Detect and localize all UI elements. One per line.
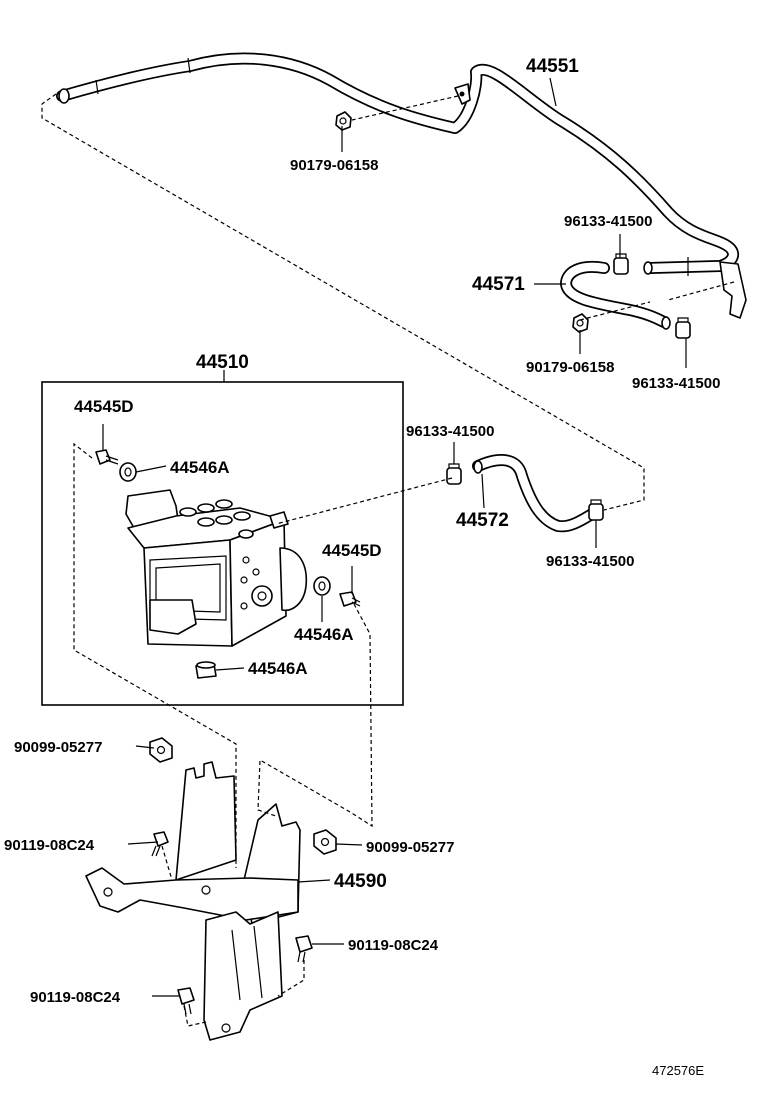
- label-44546A-c: 44546A: [248, 659, 308, 678]
- bracket-hole: [459, 91, 465, 97]
- label-90099-05277-a: 90099-05277: [14, 739, 102, 756]
- clamp-96133-b: [675, 317, 691, 339]
- nut-90179-mid: [572, 313, 589, 333]
- label-44590: 44590: [334, 871, 387, 892]
- bolt-44545D-b: [339, 566, 361, 607]
- label-96133-41500-a: 96133-41500: [564, 213, 652, 230]
- label-90179-06158-mid: 90179-06158: [526, 359, 614, 376]
- nut-90099-b: [313, 829, 337, 855]
- label-96133-41500-d: 96133-41500: [546, 553, 634, 570]
- label-44545D-a: 44545D: [74, 397, 134, 416]
- label-96133-41500-b: 96133-41500: [632, 375, 720, 392]
- label-44545D-b: 44545D: [322, 541, 382, 560]
- clamp-96133-c: [446, 463, 462, 485]
- label-44572: 44572: [456, 510, 509, 531]
- bracket-44590: [85, 761, 301, 1041]
- pipe-end-right: [643, 261, 653, 275]
- clamp-96133-a: [613, 253, 629, 275]
- bolt-44545D-a: [95, 424, 119, 465]
- label-90119-08C24-c: 90119-08C24: [30, 989, 121, 1006]
- nut-90099-a: [149, 737, 173, 763]
- bolt-90119-a: [151, 831, 169, 857]
- label-44551: 44551: [526, 56, 579, 77]
- bolt-90119-b: [295, 935, 313, 963]
- hose-44572: [472, 454, 598, 533]
- pipe-bracket-right: [719, 261, 747, 319]
- label-44571: 44571: [472, 274, 525, 295]
- label-90119-08C24-b: 90119-08C24: [348, 937, 439, 954]
- label-90179-06158-top: 90179-06158: [290, 157, 378, 174]
- label-44510: 44510: [196, 352, 249, 373]
- label-44546A-b: 44546A: [294, 625, 354, 644]
- label-44546A-a: 44546A: [170, 458, 230, 477]
- abs-actuator: [125, 489, 308, 647]
- label-90119-08C24-a: 90119-08C24: [4, 837, 95, 854]
- assembly-frame-44510: [41, 381, 404, 706]
- label-90099-05277-b: 90099-05277: [366, 839, 454, 856]
- grommet-44546A-b: [313, 576, 331, 596]
- label-96133-41500-c: 96133-41500: [406, 423, 494, 440]
- nut-90179-top: [335, 111, 352, 131]
- pipe-end-left: [58, 88, 70, 104]
- hose-44551: [56, 52, 740, 276]
- bolt-90119-c: [177, 987, 195, 1015]
- grommet-44546A-c: [195, 661, 217, 679]
- clamp-96133-d: [588, 499, 604, 521]
- hose-44571: [560, 261, 671, 330]
- leader-lines: [127, 77, 687, 997]
- figure-reference: 472576E: [652, 1063, 704, 1078]
- grommet-44546A-a: [119, 462, 137, 482]
- dashed-guides: [41, 93, 735, 1027]
